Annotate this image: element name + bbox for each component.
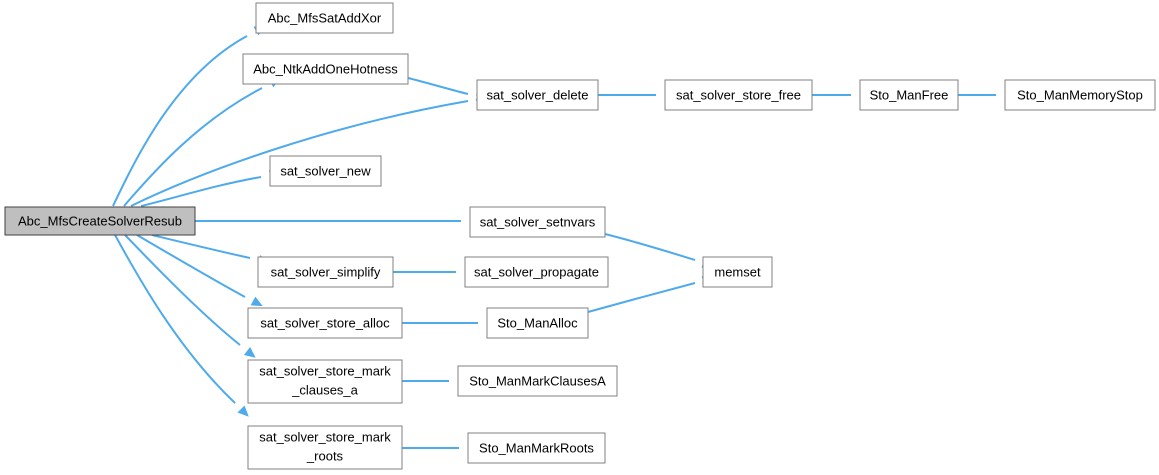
node-box[interactable] [255,2,394,34]
call-graph-node-markclauses[interactable]: sat_solver_store_mark _clauses_a [247,359,403,404]
call-graph-node-setnvars[interactable]: sat_solver_setnvars [469,206,606,238]
arrowhead-icon [250,296,263,307]
node-label: Abc_MfsSatAddXor [268,10,382,25]
edge-line [407,77,469,95]
node-box[interactable] [247,425,403,470]
node-label-line1: sat_solver_store_mark [259,363,391,378]
node-label: sat_solver_new [280,163,371,178]
node-label: sat_solver_delete [487,87,589,102]
call-edge-simplify-to-propagate [393,267,476,277]
call-edge-root-to-xor [112,25,266,207]
call-graph-node-memset[interactable]: memset [702,256,773,288]
node-label: Sto_ManMarkRoots [479,440,594,455]
node-label: memset [714,264,761,279]
call-edge-root-to-new [140,170,281,207]
call-edge-root-to-storealloc [136,234,263,307]
edge-line [130,100,469,207]
edge-line [587,282,696,313]
node-box[interactable] [702,256,773,288]
edge-line [124,234,241,346]
node-box[interactable] [476,79,599,111]
node-label: sat_solver_setnvars [480,214,596,229]
edge-line [114,234,236,404]
node-label-line2: _clauses_a [291,382,359,397]
call-edge-storealloc-to-manalloc [402,318,498,328]
call-edge-markroots-to-manmarkroots [402,443,479,453]
call-graph-node-markroots[interactable]: sat_solver_store_mark _roots [247,425,403,470]
node-box[interactable] [247,307,403,339]
node-box[interactable] [469,206,606,238]
node-box[interactable] [464,256,609,288]
node-label: sat_solver_simplify [271,264,381,279]
call-edge-root-to-delete [130,94,488,207]
call-edge-root-to-setnvars [195,216,481,226]
node-box[interactable] [859,79,959,111]
call-graph-node-manalloc[interactable]: Sto_ManAlloc [486,307,589,339]
node-label: Sto_ManMemoryStop [1017,87,1143,102]
call-graph-node-new[interactable]: sat_solver_new [269,155,382,187]
call-graph-node-xor[interactable]: Abc_MfsSatAddXor [255,2,394,34]
arrowhead-icon [243,347,256,358]
node-label: Sto_ManMarkClausesA [469,373,606,388]
arrowhead-icon [237,405,249,417]
call-graph-node-manmarkroots[interactable]: Sto_ManMarkRoots [467,432,606,464]
edge-line [136,234,246,298]
node-label: sat_solver_store_alloc [260,315,390,330]
node-label: Abc_MfsCreateSolverResub [18,213,182,228]
node-box[interactable] [467,432,606,464]
node-label: Abc_NtkAddOneHotness [253,61,398,76]
node-box[interactable] [247,359,403,404]
edge-line [123,87,263,207]
nodes-layer: Abc_MfsCreateSolverResub Abc_MfsSatAddXor… [4,2,1156,470]
node-box[interactable] [457,365,618,397]
call-graph-node-root[interactable]: Abc_MfsCreateSolverResub [4,206,196,236]
call-graph-node-manfree[interactable]: Sto_ManFree [859,79,959,111]
edge-line [604,233,696,261]
node-box[interactable] [664,79,813,111]
node-box[interactable] [4,206,196,236]
node-box[interactable] [1004,79,1156,111]
node-label: Sto_ManAlloc [497,315,578,330]
edge-line [140,176,262,207]
call-edge-root-to-markroots [114,234,249,417]
node-label-line2: _roots [306,448,344,463]
node-label-line1: sat_solver_store_mark [259,429,391,444]
call-graph-node-memstop[interactable]: Sto_ManMemoryStop [1004,79,1156,111]
node-label: Sto_ManFree [870,87,949,102]
edge-line [112,35,248,207]
call-graph-node-delete[interactable]: sat_solver_delete [476,79,599,111]
node-box[interactable] [269,155,382,187]
call-graph-node-propagate[interactable]: sat_solver_propagate [464,256,609,288]
call-edge-delete-to-storefree [598,90,676,100]
call-edge-root-to-simplify [151,234,270,265]
node-box[interactable] [242,53,409,85]
call-edge-setnvars-to-memset [604,233,714,268]
node-label: sat_solver_propagate [474,264,599,279]
node-box[interactable] [257,256,394,288]
edge-line [151,234,251,259]
call-graph-node-storefree[interactable]: sat_solver_store_free [664,79,813,111]
call-graph-node-manmarkclausesa[interactable]: Sto_ManMarkClausesA [457,365,618,397]
call-graph-node-storealloc[interactable]: sat_solver_store_alloc [247,307,403,339]
call-edge-root-to-markclauses [124,234,256,358]
node-box[interactable] [486,307,589,339]
call-graph-node-onehot[interactable]: Abc_NtkAddOneHotness [242,53,409,85]
node-label: sat_solver_store_free [676,87,801,102]
call-graph-node-simplify[interactable]: sat_solver_simplify [257,256,394,288]
